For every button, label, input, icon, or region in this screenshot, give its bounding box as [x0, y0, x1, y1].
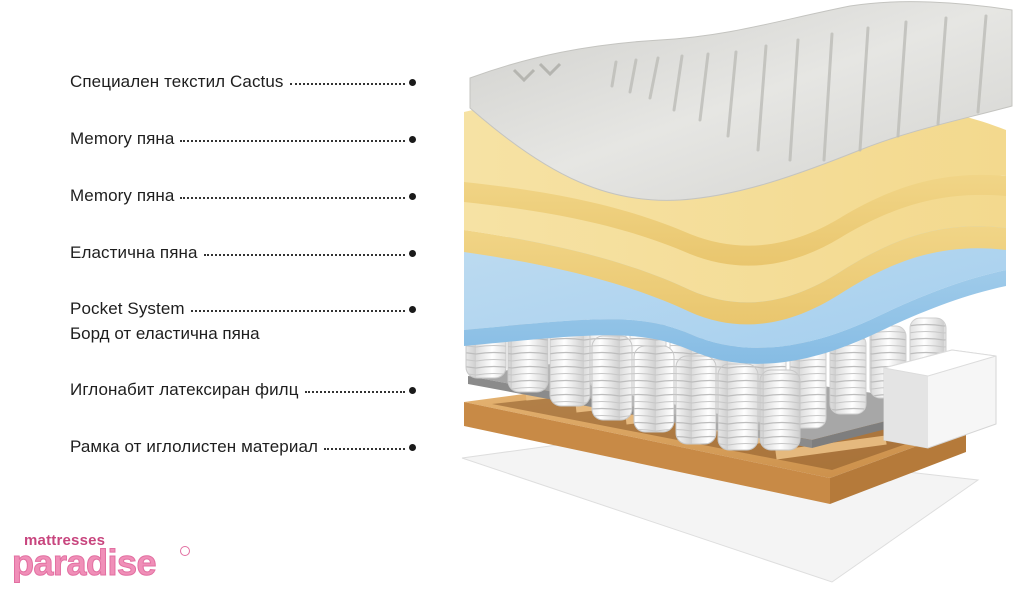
leader-line — [289, 83, 405, 85]
label-row-memory-foam-1: Memory пяна — [70, 129, 416, 149]
leader-dot — [409, 192, 416, 200]
leader-line — [190, 310, 405, 312]
label-row-textile: Специален текстил Cactus — [70, 72, 416, 92]
label-memory-foam-2: Memory пяна — [70, 186, 175, 205]
label-row-elastic-foam: Еластична пяна — [70, 243, 416, 263]
label-frame: Рамка от иглолистен материал — [70, 437, 319, 456]
label-felt: Иглонабит латексиран филц — [70, 380, 299, 399]
leader-line — [180, 197, 405, 199]
leader-line — [203, 254, 405, 256]
label-elastic-foam: Еластична пяна — [70, 243, 198, 262]
mattress-layers-illustration — [461, 1, 1013, 583]
logo-top-text: mattresses — [24, 532, 106, 549]
layer-labels: Специален текстил Cactus Memory пяна Mem… — [0, 0, 440, 597]
leader-dot — [409, 443, 416, 451]
label-row-memory-foam-2: Memory пяна — [70, 186, 416, 206]
registered-mark-icon — [180, 546, 190, 556]
leader-dot — [409, 135, 416, 143]
label-row-frame: Рамка от иглолистен материал — [70, 437, 416, 457]
logo-main-text: paradise — [11, 542, 157, 584]
leader-dot — [409, 249, 416, 257]
label-textile: Специален текстил Cactus — [70, 72, 284, 91]
leader-dot — [409, 78, 416, 86]
label-foam-border: Борд от еластична пяна — [70, 324, 260, 343]
brand-logo: mattresses paradise — [10, 532, 190, 592]
label-row-pocket-system: Pocket System — [70, 299, 416, 319]
label-pocket-system: Pocket System — [70, 299, 185, 318]
leader-dot — [409, 305, 416, 313]
leader-line — [324, 448, 405, 450]
cactus-textile-layer — [469, 1, 1013, 201]
pocket-springs — [465, 299, 997, 451]
label-row-felt: Иглонабит латексиран филц — [70, 380, 416, 400]
leader-line — [180, 140, 405, 142]
label-memory-foam-1: Memory пяна — [70, 129, 175, 148]
leader-dot — [409, 386, 416, 394]
foam-border-block — [883, 349, 997, 449]
leader-line — [304, 391, 405, 393]
